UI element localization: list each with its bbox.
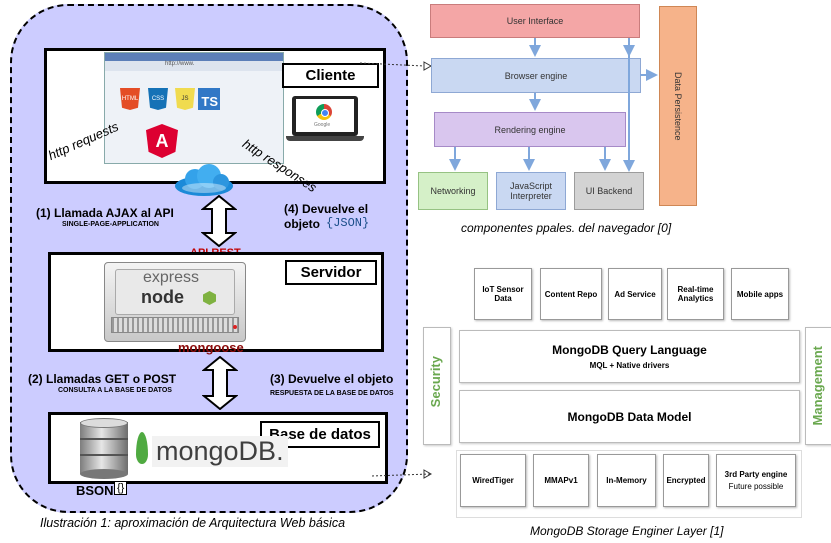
browser-caption: componentes ppales. del navegador [0] bbox=[461, 221, 672, 235]
nodejs-hex-icon bbox=[203, 291, 216, 305]
query-language-box: MongoDB Query Language MQL + Native driv… bbox=[459, 330, 800, 383]
mongodb-logo: mongoDB. bbox=[152, 436, 288, 467]
bson-bracket-icon: {} bbox=[114, 481, 128, 495]
top-box-mobile-apps: Mobile apps bbox=[731, 268, 789, 320]
networking-box: Networking bbox=[418, 172, 488, 210]
top-box-content-repo: Content Repo bbox=[540, 268, 602, 320]
double-arrow-client-server bbox=[201, 195, 237, 247]
server-label: Servidor bbox=[285, 260, 377, 285]
database-cylinder-icon bbox=[80, 418, 128, 479]
engine-third-party: 3rd Party engine Future possible bbox=[716, 454, 796, 507]
html5-icon: HTML bbox=[120, 88, 140, 110]
json-logo: {JSON} bbox=[326, 216, 370, 230]
step4-label-line2: objeto bbox=[284, 217, 320, 231]
left-caption: Ilustración 1: aproximación de Arquitect… bbox=[40, 516, 346, 530]
engine-wiredtiger: WiredTiger bbox=[460, 454, 526, 507]
browser-url: http://www. bbox=[105, 61, 283, 71]
mongodb-leaf-icon bbox=[136, 432, 148, 464]
data-persistence-box: Data Persistence bbox=[659, 6, 697, 206]
express-logo: express bbox=[143, 269, 200, 286]
engine-in-memory: In-Memory bbox=[597, 454, 656, 507]
cloud-icon bbox=[175, 164, 233, 196]
engine-encrypted: Encrypted bbox=[663, 454, 709, 507]
browser-engine-box: Browser engine bbox=[431, 58, 641, 93]
data-persistence-label: Data Persistence bbox=[673, 71, 683, 141]
step4-label: (4) Devuelve el bbox=[284, 202, 369, 216]
management-label: Management bbox=[810, 346, 825, 426]
step3-label: (3) Devuelve el objeto bbox=[270, 372, 394, 386]
laptop-chrome-image: Google bbox=[286, 96, 366, 146]
step2-label: (2) Llamadas GET o POST bbox=[28, 372, 177, 386]
engine-mmapv1: MMAPv1 bbox=[533, 454, 589, 507]
top-box-ad-service: Ad Service bbox=[608, 268, 662, 320]
management-panel bbox=[805, 327, 831, 445]
node-logo: node bbox=[141, 287, 184, 307]
js-interpreter-box: JavaScript Interpreter bbox=[496, 172, 566, 210]
query-language-sub: MQL + Native drivers bbox=[589, 361, 670, 370]
client-label: Cliente bbox=[282, 63, 379, 88]
css3-icon: CSS bbox=[148, 88, 168, 110]
angular-icon: A bbox=[146, 124, 178, 158]
chrome-label: Google bbox=[314, 122, 331, 128]
browser-arrows bbox=[449, 38, 658, 172]
query-language-title: MongoDB Query Language bbox=[552, 343, 707, 357]
data-model-box: MongoDB Data Model bbox=[459, 390, 800, 443]
security-panel bbox=[423, 327, 451, 445]
step1-label: (1) Llamada AJAX al API bbox=[36, 206, 174, 220]
rendering-engine-box: Rendering engine bbox=[434, 112, 626, 147]
server-image: express node bbox=[104, 262, 246, 342]
user-interface-box: User Interface bbox=[430, 4, 640, 38]
bson-label: BSON bbox=[76, 483, 114, 498]
step3-sub: RESPUESTA DE LA BASE DE DATOS bbox=[270, 390, 394, 397]
security-label: Security bbox=[428, 356, 443, 408]
mongoose-logo: mongoose bbox=[178, 340, 244, 355]
js-icon: JS bbox=[175, 88, 195, 110]
typescript-icon: TS bbox=[198, 88, 220, 110]
data-model-title: MongoDB Data Model bbox=[567, 409, 692, 424]
ui-backend-box: UI Backend bbox=[574, 172, 644, 210]
browser-window-image: http://www. bbox=[104, 52, 284, 164]
top-box-iot: IoT Sensor Data bbox=[474, 268, 532, 320]
top-box-analytics: Real-time Analytics bbox=[667, 268, 724, 320]
step1-sub: SINGLE-PAGE-APPLICATION bbox=[62, 221, 159, 228]
mongo-caption: MongoDB Storage Enginer Layer [1] bbox=[530, 524, 724, 538]
step2-sub: CONSULTA A LA BASE DE DATOS bbox=[58, 387, 172, 394]
double-arrow-server-db bbox=[202, 356, 238, 410]
